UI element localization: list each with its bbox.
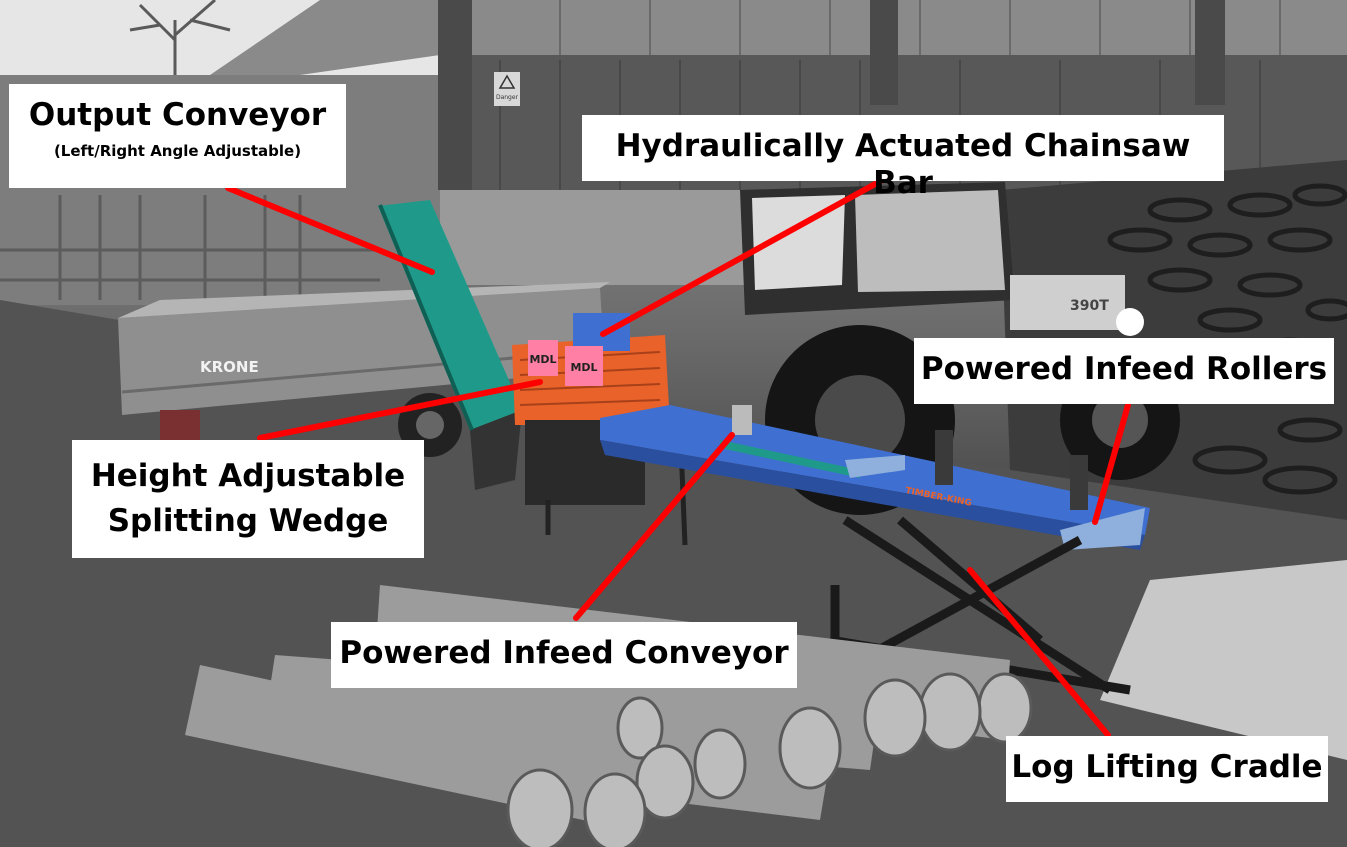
- leader-line-conveyor: [573, 432, 735, 621]
- barn-post: [870, 0, 898, 105]
- danger-sign-text: Danger: [496, 94, 519, 101]
- leader-line-rollers: [1092, 402, 1131, 525]
- output-conveyor: [378, 200, 522, 490]
- leader-line-cradle: [967, 567, 1111, 738]
- barn-roof: [210, 0, 1347, 75]
- callout-chainsaw-bar: Hydraulically Actuated Chainsaw Bar: [582, 115, 1224, 201]
- decal-mark: MDL: [529, 353, 556, 366]
- bare-tree: [129, 0, 231, 80]
- sunlit-ground: [1100, 560, 1347, 760]
- warning-icon: [498, 74, 516, 89]
- callout-title: Log Lifting Cradle: [1011, 749, 1323, 785]
- tractor-model: 390T: [1070, 298, 1109, 314]
- trailer-brand: KRONE: [200, 358, 259, 376]
- callout-title: Hydraulically Actuated Chainsaw Bar: [615, 128, 1191, 202]
- danger-sign: [494, 72, 520, 106]
- leader-line-output: [225, 185, 435, 275]
- callout-title: Powered Infeed Conveyor: [339, 635, 789, 671]
- barn-post: [438, 0, 472, 190]
- decal-mark: MDL: [570, 361, 597, 374]
- callout-log-lifting-cradle: Log Lifting Cradle: [1006, 736, 1328, 802]
- callout-infeed-rollers: Powered Infeed Rollers: [914, 338, 1334, 404]
- leader-line-wedge: [257, 379, 543, 441]
- callout-note: (Left/Right Angle Adjustable): [53, 142, 302, 161]
- callout-title: Output Conveyor: [28, 97, 327, 133]
- left-barn-gates: [0, 195, 380, 300]
- callout-output-conveyor: Output Conveyor (Left/Right Angle Adjust…: [9, 84, 346, 188]
- splitter-housing: MDL MDL: [512, 313, 688, 546]
- callout-title: Powered Infeed Rollers: [920, 351, 1328, 387]
- callout-title-line2: Splitting Wedge: [107, 502, 389, 539]
- barn-post: [1195, 0, 1225, 105]
- callout-title-line1: Height Adjustable: [90, 458, 406, 494]
- callout-splitting-wedge: Height Adjustable Splitting Wedge: [72, 440, 424, 558]
- infeed-rollers: [845, 430, 1145, 550]
- leader-lines: [225, 175, 1131, 738]
- roof-ribs: [469, 0, 1281, 55]
- leader-line-chainsaw: [600, 175, 889, 337]
- callout-infeed-conveyor: Powered Infeed Conveyor: [331, 622, 797, 688]
